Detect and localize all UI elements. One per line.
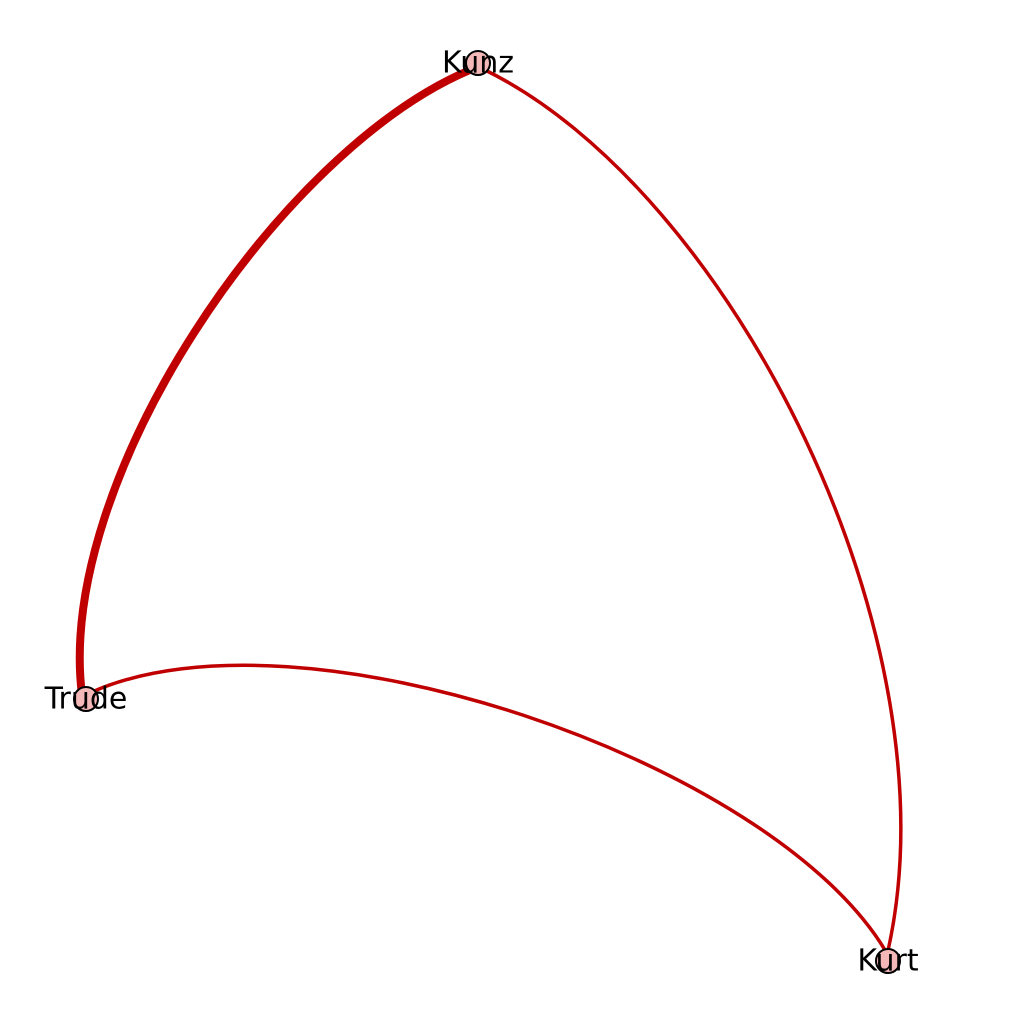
edge-kunz-trude <box>75 66 474 699</box>
node-kunz-label: Kunz <box>442 46 514 81</box>
node-trude-label: Trude <box>44 682 128 717</box>
node-kurt-marker <box>875 948 901 974</box>
edge-trude-kurt <box>90 663 887 952</box>
node-trude-marker <box>73 686 99 712</box>
edge-kunz-kurt <box>483 68 903 957</box>
node-trude[interactable]: Trude <box>44 682 128 717</box>
node-kurt-label: Kurt <box>857 944 919 979</box>
node-kunz-marker <box>465 50 491 76</box>
node-kunz[interactable]: Kunz <box>442 46 514 81</box>
node-kurt[interactable]: Kurt <box>857 944 919 979</box>
